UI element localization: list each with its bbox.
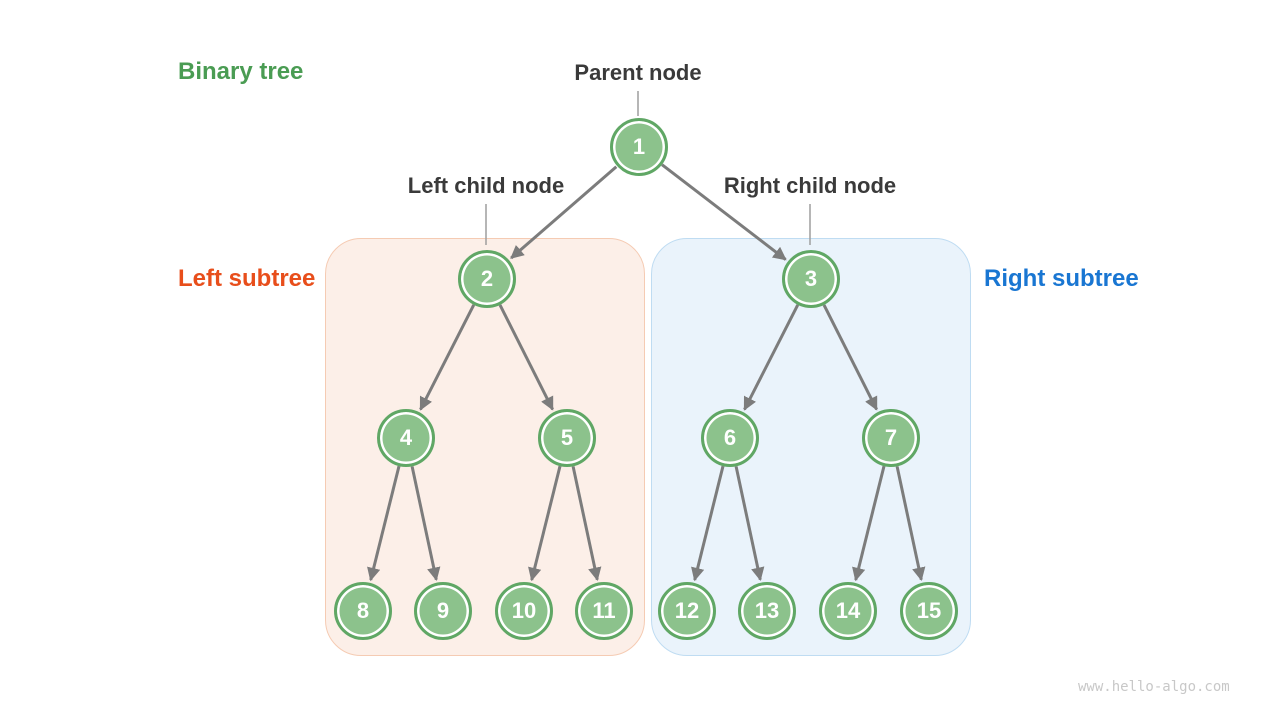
edge-5-11 xyxy=(571,466,602,582)
node-14: 14 xyxy=(819,582,877,640)
node-13: 13 xyxy=(738,582,796,640)
edge-7-15 xyxy=(895,466,926,582)
edge-2-5 xyxy=(498,304,554,411)
edge-4-9 xyxy=(410,466,441,582)
parent-node-label: Parent node xyxy=(574,60,702,85)
node-10: 10 xyxy=(495,582,553,640)
node-1: 1 xyxy=(610,118,668,176)
edge-5-10 xyxy=(528,465,562,582)
right-subtree-label: Right subtree xyxy=(984,265,1139,292)
node-6: 6 xyxy=(701,409,759,467)
diagram-title: Binary tree xyxy=(178,58,304,85)
edge-1-3 xyxy=(661,163,787,261)
edge-3-7 xyxy=(822,304,878,411)
left-child-node-label: Left child node xyxy=(407,173,565,198)
edge-1-2 xyxy=(510,165,618,260)
node-12: 12 xyxy=(658,582,716,640)
node-9: 9 xyxy=(414,582,472,640)
node-11: 11 xyxy=(575,582,633,640)
edge-6-13 xyxy=(734,466,765,582)
node-2: 2 xyxy=(458,250,516,308)
right-child-node-label: Right child node xyxy=(723,173,897,198)
node-15: 15 xyxy=(900,582,958,640)
node-3: 3 xyxy=(782,250,840,308)
node-7: 7 xyxy=(862,409,920,467)
edge-6-12 xyxy=(691,465,725,582)
node-8: 8 xyxy=(334,582,392,640)
edge-2-4 xyxy=(419,304,476,411)
node-5: 5 xyxy=(538,409,596,467)
watermark: www.hello-algo.com xyxy=(1078,679,1230,695)
edge-4-8 xyxy=(367,465,401,582)
node-4: 4 xyxy=(377,409,435,467)
left-subtree-label: Left subtree xyxy=(178,265,316,292)
edge-3-6 xyxy=(743,304,800,411)
edge-7-14 xyxy=(852,465,886,582)
